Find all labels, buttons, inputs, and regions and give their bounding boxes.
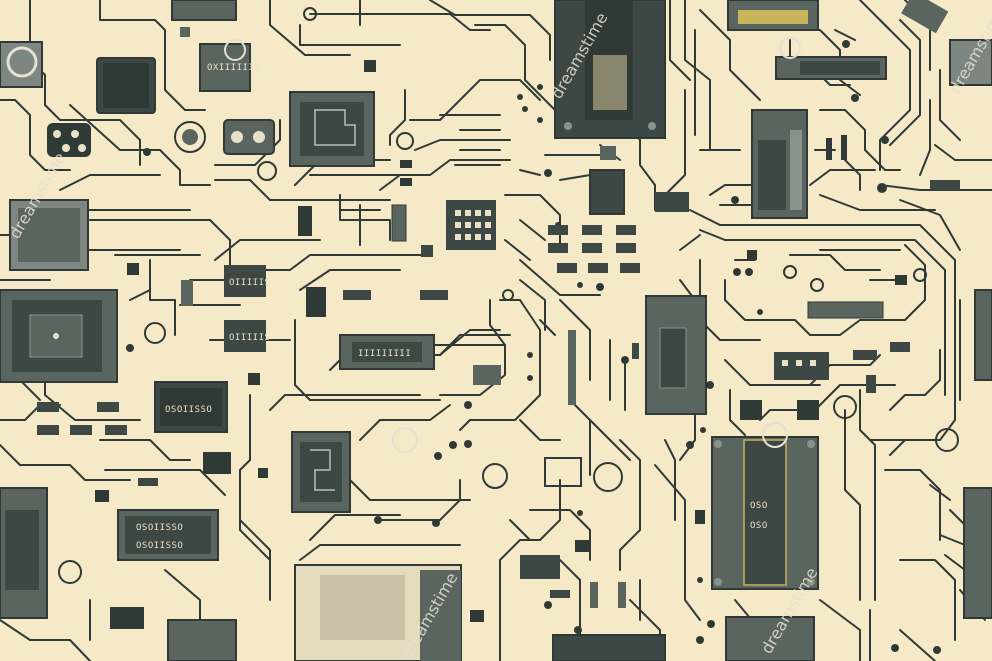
chip-i-label: OSO xyxy=(750,521,768,531)
chip-b-label: OIIIIIS xyxy=(229,278,270,288)
via-dots xyxy=(126,40,941,659)
grid-chip-pads xyxy=(455,210,491,240)
vias xyxy=(58,7,959,584)
chip-c-label: OIIIIIS xyxy=(229,333,270,343)
small-chip-row xyxy=(548,225,640,273)
chip-h-label: OSO xyxy=(750,501,768,511)
chip-a-label: OXIIIIIIS xyxy=(207,63,260,73)
chip-f-label: OSOIISSO xyxy=(136,523,183,533)
chip-d-label: IIIIIIIII xyxy=(358,349,411,359)
chip-g-label: OSOIISSO xyxy=(136,541,183,551)
chip-e-label: OSOIISSO xyxy=(165,405,212,415)
